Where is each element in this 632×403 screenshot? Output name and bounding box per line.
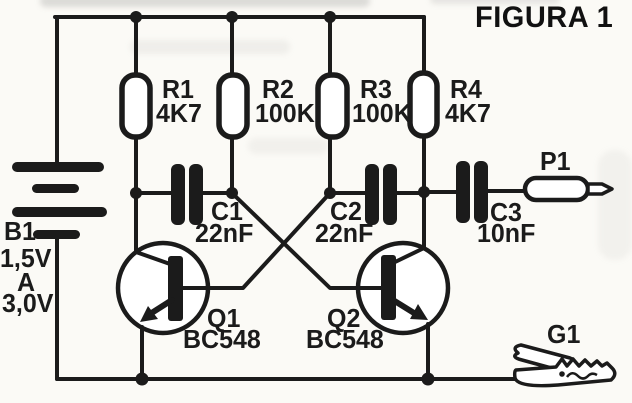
plug-p1-symbol xyxy=(522,175,614,203)
capacitor-c2-plate xyxy=(383,164,397,225)
clip-pivot-dot xyxy=(559,371,565,377)
q1-base-bar xyxy=(168,256,183,321)
plug-body xyxy=(522,175,591,203)
q1-emitter-arrow xyxy=(140,306,158,322)
battery-plate-long xyxy=(12,162,104,172)
junction-dot xyxy=(324,187,336,199)
label-b1-ref: B1 xyxy=(4,217,36,247)
resistor-r3-symbol xyxy=(315,72,350,140)
q1-emitter-line xyxy=(147,297,175,317)
label-r4-ref: R4 xyxy=(450,75,482,105)
capacitor-c3-plate xyxy=(456,161,470,223)
battery-plate-long xyxy=(12,207,107,217)
label-c2-ref: C2 xyxy=(330,197,362,227)
label-r1-ref: R1 xyxy=(162,75,194,105)
figure-title: FIGURA 1 xyxy=(475,1,614,35)
junction-dot xyxy=(130,187,142,199)
label-b1-to: A xyxy=(17,268,36,298)
plug-tip xyxy=(586,182,614,196)
label-r3-value: 100K xyxy=(352,99,412,129)
wire-q2-collector xyxy=(391,190,426,265)
wire-q1-collector xyxy=(134,191,172,266)
capacitor-c3-plate xyxy=(474,161,488,223)
label-g1-ref: G1 xyxy=(547,320,581,350)
battery-b1-symbol xyxy=(12,162,107,239)
q2-base-bar xyxy=(381,255,396,320)
label-c1-ref: C1 xyxy=(211,197,243,227)
label-q1-value: BC548 xyxy=(183,325,261,355)
resistor-r4-symbol xyxy=(407,70,440,139)
junction-dot xyxy=(418,186,430,198)
label-b1-vmin: 1,5V xyxy=(0,244,52,274)
resistor-symbols xyxy=(119,70,440,140)
capacitor-c2-plate xyxy=(365,164,379,225)
label-q2-value: BC548 xyxy=(306,325,384,355)
label-q1-ref: Q1 xyxy=(207,304,241,334)
label-c3-ref: C3 xyxy=(490,198,522,228)
resistor-r2-symbol xyxy=(216,72,250,140)
alligator-clip-g1-symbol xyxy=(512,343,617,388)
label-c3-value: 10nF xyxy=(477,219,536,249)
q2-emitter-line xyxy=(390,297,417,316)
junction-dot xyxy=(135,372,149,386)
transistor-internals xyxy=(140,255,428,322)
junction-dot xyxy=(226,187,238,199)
junction-dot xyxy=(324,11,336,23)
label-p1-ref: P1 xyxy=(540,147,571,177)
junction-dot xyxy=(421,372,435,386)
label-c1-value: 22nF xyxy=(195,219,254,249)
label-q2-ref: Q2 xyxy=(327,304,361,334)
label-b1-vmax: 3,0V xyxy=(2,289,54,319)
label-r2-value: 100K xyxy=(255,99,315,129)
resistor-r1-symbol xyxy=(119,72,153,140)
wire-cross-to-q1-base xyxy=(181,191,332,290)
label-r1-value: 4K7 xyxy=(156,99,202,129)
junction-dot xyxy=(226,11,238,23)
junction-dots xyxy=(130,11,435,386)
label-r2-ref: R2 xyxy=(262,75,294,105)
clip-inner-curve xyxy=(565,372,598,380)
wire-network xyxy=(53,15,527,381)
capacitor-c1-plate xyxy=(171,164,185,225)
label-r3-ref: R3 xyxy=(360,75,392,105)
clip-jaw-body xyxy=(512,357,617,388)
battery-plate-short xyxy=(32,184,79,193)
capacitor-symbols xyxy=(171,161,488,225)
label-c2-value: 22nF xyxy=(315,219,374,249)
label-r4-value: 4K7 xyxy=(445,99,491,129)
q2-emitter-arrow xyxy=(410,304,428,320)
capacitor-c1-plate xyxy=(189,164,203,225)
battery-plate-short xyxy=(33,230,80,239)
wire-cross-to-q2-base xyxy=(230,191,383,290)
junction-dot xyxy=(130,11,142,23)
